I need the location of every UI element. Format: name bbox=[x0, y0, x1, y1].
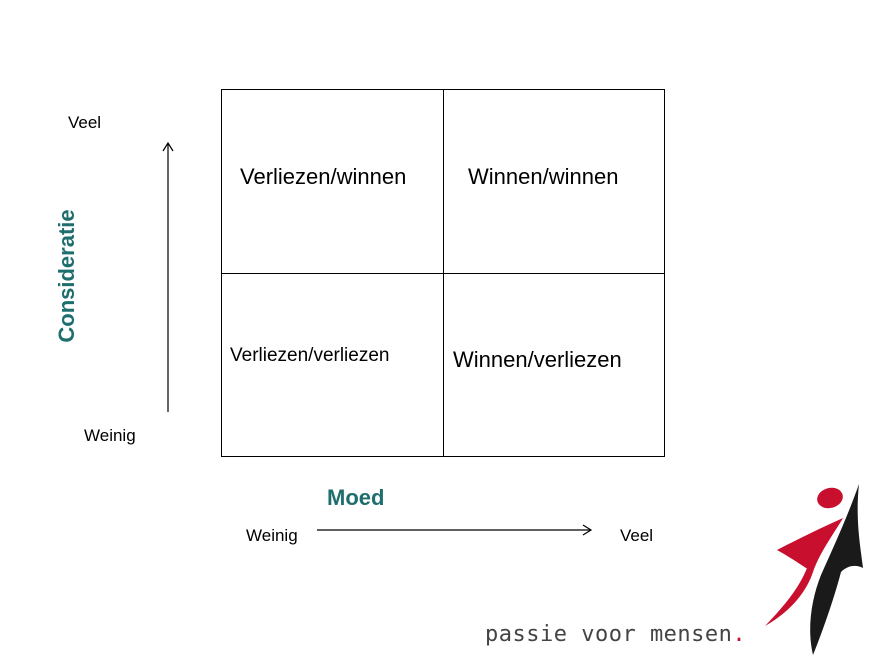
quadrant-bottom-right: Winnen/verliezen bbox=[453, 347, 622, 372]
passie-figure-logo bbox=[765, 484, 863, 655]
quadrant-grid: Verliezen/winnen Winnen/winnen Verliezen… bbox=[221, 89, 665, 457]
brand-tagline-text: passie voor mensen bbox=[485, 622, 733, 647]
y-axis-high-label: Veel bbox=[68, 113, 102, 132]
x-axis-high-label: Veel bbox=[620, 526, 654, 545]
quadrant-top-right: Winnen/winnen bbox=[468, 164, 619, 189]
x-axis-title: Moed bbox=[327, 485, 385, 510]
grid-horizontal-divider bbox=[222, 273, 664, 274]
quadrant-bottom-left: Verliezen/verliezen bbox=[230, 345, 390, 366]
quadrant-top-left: Verliezen/winnen bbox=[240, 164, 407, 189]
y-axis-low-label: Weinig bbox=[84, 426, 136, 445]
arrow-up-icon bbox=[162, 141, 174, 412]
brand-tagline-dot: . bbox=[732, 622, 747, 647]
brand-tagline: passie voor mensen. bbox=[485, 624, 746, 646]
arrow-right-icon bbox=[317, 524, 593, 536]
y-axis-title: Consideratie bbox=[54, 209, 79, 343]
x-axis-low-label: Weinig bbox=[246, 526, 298, 545]
